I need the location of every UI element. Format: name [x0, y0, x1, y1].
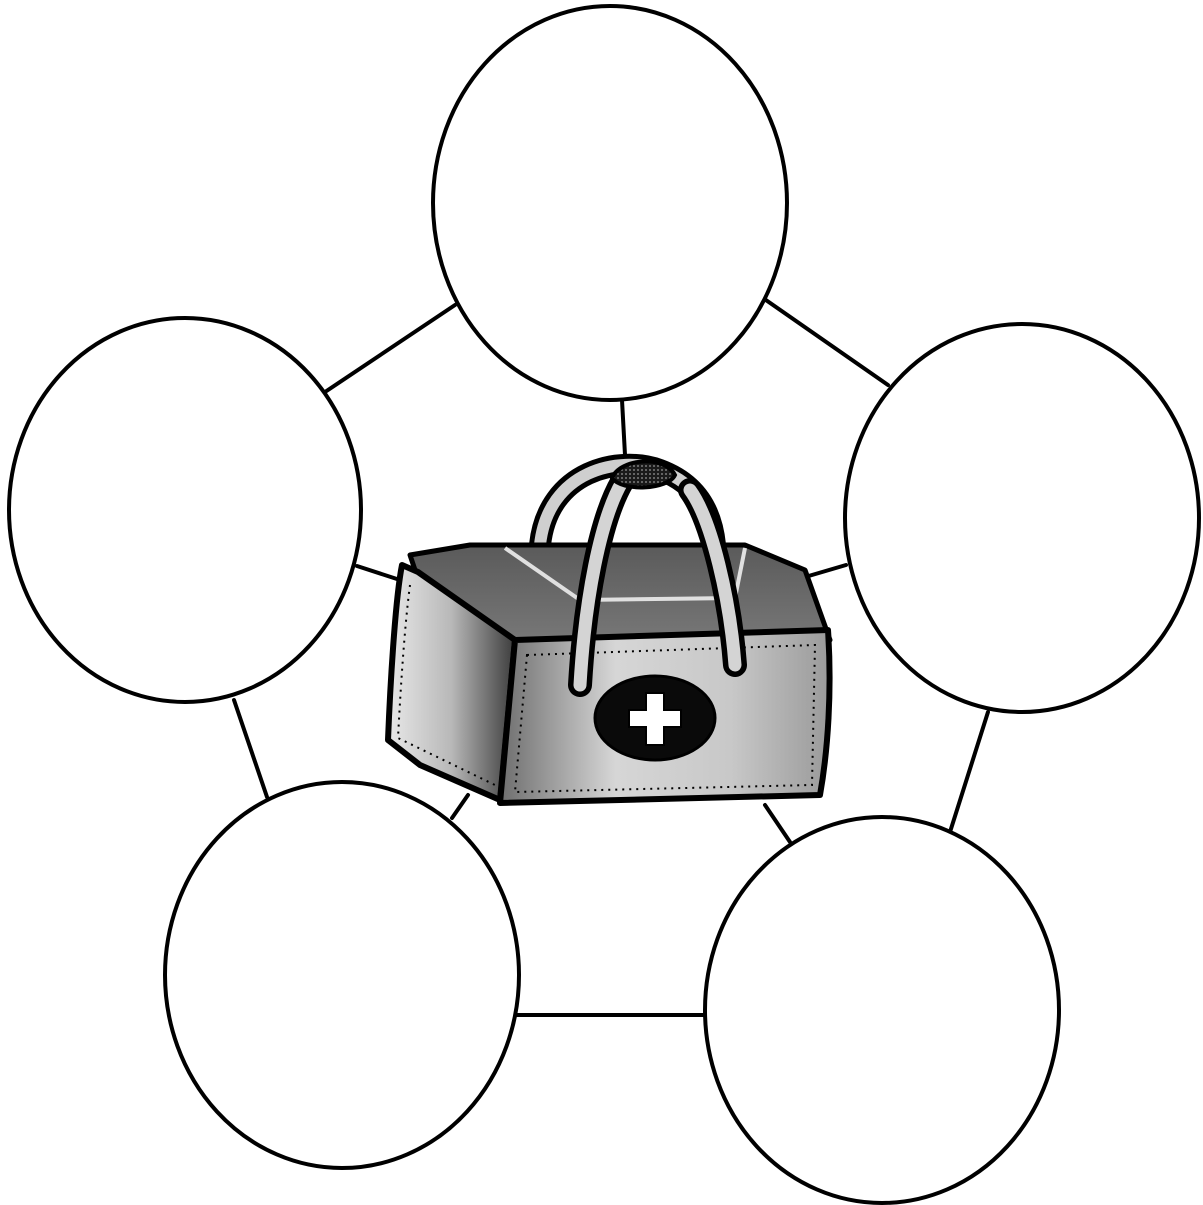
spoke-top [622, 400, 625, 455]
bag-handle-knot [612, 461, 675, 487]
blank-circle-upper-right[interactable] [845, 324, 1199, 712]
connector-upper-right-lower-right [950, 712, 988, 832]
spoke-lower-right [765, 805, 790, 842]
spoke-upper-left [357, 566, 400, 580]
blank-circle-lower-right[interactable] [705, 817, 1059, 1203]
connector-top-upper-right [763, 298, 888, 385]
blank-circle-upper-left[interactable] [9, 318, 361, 702]
blank-circle-top[interactable] [433, 6, 787, 400]
connector-lower-left-upper-left [234, 700, 267, 797]
connector-top-upper-left [325, 305, 455, 392]
medical-bag-icon [388, 461, 830, 803]
blank-circle-lower-left[interactable] [165, 782, 519, 1168]
spoke-lower-left [452, 795, 468, 818]
